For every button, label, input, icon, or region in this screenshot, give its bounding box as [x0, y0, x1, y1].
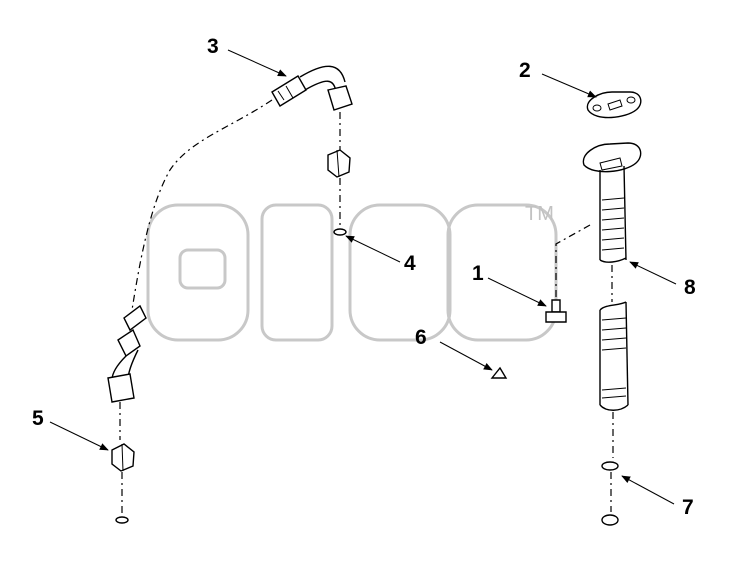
gasket — [586, 91, 642, 119]
callout-3: 3 — [207, 35, 219, 58]
screw-route-line — [555, 224, 591, 300]
callout-leaders — [49, 49, 677, 505]
callout-4: 4 — [404, 252, 416, 275]
watermark-logo: TM — [146, 203, 558, 342]
callout-labels: 1 2 3 4 5 6 7 8 — [32, 35, 696, 519]
callout-2: 2 — [519, 59, 531, 82]
screw — [545, 299, 567, 323]
tube-route-line — [131, 99, 273, 311]
small-cap — [490, 366, 508, 379]
callout-7: 7 — [682, 496, 694, 519]
tube-assembly-upper — [271, 65, 353, 236]
callout-8: 8 — [684, 276, 696, 299]
callout-1: 1 — [472, 262, 484, 285]
drain-tube — [582, 142, 642, 526]
tube-assembly-lower — [107, 304, 147, 524]
callout-5: 5 — [32, 407, 44, 430]
callout-6: 6 — [415, 326, 427, 349]
trademark-mark: TM — [525, 203, 554, 225]
